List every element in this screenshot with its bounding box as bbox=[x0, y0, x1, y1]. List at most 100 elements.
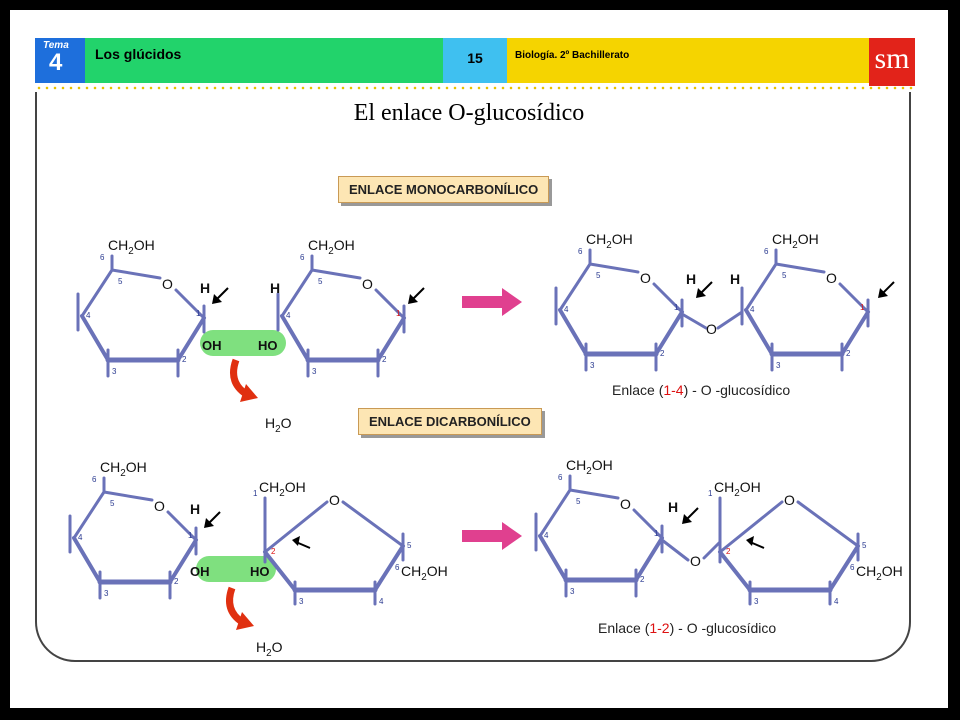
mono-prod-right-num-1: 1 bbox=[860, 303, 865, 312]
mono-right-ch2oh: CH2OH bbox=[308, 237, 355, 257]
di-prod-right-num-6: 6 bbox=[850, 563, 855, 572]
di-left-ring-oxygen: O bbox=[154, 498, 165, 514]
mono-left-bond-c4-c5 bbox=[80, 268, 114, 318]
di-prod-right-num-1: 1 bbox=[708, 489, 713, 498]
mono-right-h: H bbox=[270, 280, 280, 296]
di-left-num-5: 5 bbox=[110, 499, 115, 508]
di-prod-right-bond-c2-o bbox=[718, 500, 784, 554]
mono-left-bond-o-c1 bbox=[174, 288, 206, 320]
mono-prod-right-num-3: 3 bbox=[776, 361, 781, 370]
di-right-ho: HO bbox=[250, 564, 270, 579]
mono-water-arrow bbox=[230, 358, 249, 397]
di-left-bond-c5-o bbox=[102, 490, 154, 502]
di-prod-bridge-o: O bbox=[690, 553, 701, 569]
course-block: Biología. 2º Bachillerato bbox=[507, 38, 869, 83]
di-right-num-5: 5 bbox=[407, 541, 412, 550]
mono-right-num-3: 3 bbox=[312, 367, 317, 376]
mono-prod-h2: H bbox=[730, 271, 740, 287]
di-prod-left-bond-c4-c5 bbox=[538, 488, 572, 538]
di-prod-left-ch2oh: CH2OH bbox=[566, 457, 613, 477]
mono-prod-left-num-4: 4 bbox=[564, 305, 569, 314]
di-left-bond-c3-c4 bbox=[72, 536, 102, 584]
logo-text: sm bbox=[874, 42, 910, 75]
di-prod-link-b bbox=[702, 540, 722, 560]
di-prod-left-bond-c3-c4 bbox=[538, 534, 568, 582]
mono-right-num-6: 6 bbox=[300, 253, 305, 262]
mono-prod-link-b bbox=[716, 310, 744, 330]
di-right-pointer-arrow-head bbox=[292, 536, 300, 546]
di-prod-right-ch2oh: CH2OH bbox=[856, 563, 903, 583]
mono-reaction-arrow bbox=[462, 288, 522, 316]
topic-number-block: Tema 4 bbox=[35, 38, 85, 83]
di-prod-pointer-right-head bbox=[746, 536, 754, 546]
di-left-num-2: 2 bbox=[174, 577, 179, 586]
di-bond-label: ENLACE DICARBONÍLICO bbox=[358, 408, 542, 435]
mono-right-bond-o-c1 bbox=[374, 288, 406, 320]
mono-prod-right-num-6: 6 bbox=[764, 247, 769, 256]
mono-prod-right-ring-oxygen: O bbox=[826, 270, 837, 286]
mono-right-num-5: 5 bbox=[318, 277, 323, 286]
topic-title-block: Los glúcidos bbox=[85, 38, 443, 83]
di-water-arrow-head bbox=[236, 612, 254, 630]
di-caption: Enlace (1-2) - O -glucosídico bbox=[598, 620, 777, 636]
di-right-ch2oh: CH2OH bbox=[401, 563, 448, 583]
di-right-num-1: 1 bbox=[253, 489, 258, 498]
header-bar: Tema 4 Los glúcidos 15 Biología. 2º Bach… bbox=[35, 38, 915, 86]
mono-left-num-4: 4 bbox=[86, 311, 91, 320]
di-right-ch2oh-top: CH2OH bbox=[259, 479, 306, 499]
mono-prod-left-num-6: 6 bbox=[578, 247, 583, 256]
mono-left-num-5: 5 bbox=[118, 277, 123, 286]
di-prod-right-ring-oxygen: O bbox=[784, 492, 795, 508]
tema-label: Tema bbox=[43, 40, 69, 51]
mono-prod-right-bond-c4-c5 bbox=[744, 262, 778, 312]
oh-ho-highlight-bottom bbox=[196, 556, 276, 582]
di-left-h: H bbox=[190, 501, 200, 517]
mono-left-num-3: 3 bbox=[112, 367, 117, 376]
di-prod-left-bond-c1-c2 bbox=[634, 536, 664, 582]
di-left-num-6: 6 bbox=[92, 475, 97, 484]
mono-right-bond-c3-c4 bbox=[280, 314, 310, 362]
mono-prod-left-bond-c1-c2 bbox=[654, 310, 684, 356]
publisher-logo: sm bbox=[869, 38, 915, 86]
dotted-divider bbox=[35, 86, 915, 90]
di-prod-right-bond-c5-c4 bbox=[828, 544, 860, 592]
di-right-ring-oxygen: O bbox=[329, 492, 340, 508]
mono-right-num-4: 4 bbox=[286, 311, 291, 320]
di-prod-right-bond-c3-c2 bbox=[718, 550, 752, 592]
di-prod-left-num-1: 1 bbox=[654, 529, 659, 538]
mono-left-pointer-arrow-head bbox=[212, 294, 222, 304]
mono-prod-left-ring-oxygen: O bbox=[640, 270, 651, 286]
di-right-bond-c3-c2 bbox=[263, 550, 297, 592]
di-right-num-2: 2 bbox=[271, 547, 276, 556]
di-prod-left-num-4: 4 bbox=[544, 531, 549, 540]
di-left-num-3: 3 bbox=[104, 589, 109, 598]
di-prod-left-bond-o-c1 bbox=[632, 508, 664, 540]
mono-caption: Enlace (1-4) - O -glucosídico bbox=[612, 382, 791, 398]
mono-water: H2O bbox=[265, 415, 292, 435]
di-left-ch2oh: CH2OH bbox=[100, 459, 147, 479]
mono-prod-right-bond-c5-o bbox=[774, 262, 826, 274]
mono-prod-left-num-5: 5 bbox=[596, 271, 601, 280]
page-title: El enlace O-glucosídico bbox=[353, 100, 585, 126]
course-name: Biología. 2º Bachillerato bbox=[515, 50, 630, 61]
mono-left-num-1: 1 bbox=[196, 309, 201, 318]
di-prod-right-num-2: 2 bbox=[726, 547, 731, 556]
di-right-bond-c2-o bbox=[263, 500, 329, 554]
di-water-arrow bbox=[226, 586, 245, 625]
mono-left-bond-c3-c4 bbox=[80, 314, 110, 362]
di-prod-right-ch2oh-top: CH2OH bbox=[714, 479, 761, 499]
mono-prod-right-ch2oh: CH2OH bbox=[772, 231, 819, 251]
mono-left-ch2oh: CH2OH bbox=[108, 237, 155, 257]
mono-right-num-2: 2 bbox=[382, 355, 387, 364]
di-right-bond-o-c5 bbox=[341, 500, 405, 548]
di-prod-link-a bbox=[660, 538, 690, 562]
di-prod-left-num-2: 2 bbox=[640, 575, 645, 584]
di-left-oh: OH bbox=[190, 564, 210, 579]
mono-prod-right-bond-c3-c4 bbox=[744, 308, 774, 356]
mono-prod-left-num-3: 3 bbox=[590, 361, 595, 370]
mono-prod-bridge-o: O bbox=[706, 321, 717, 337]
mono-prod-left-num-2: 2 bbox=[660, 349, 665, 358]
di-prod-pointer-left-head bbox=[682, 514, 692, 524]
mono-left-oh: OH bbox=[202, 338, 222, 353]
di-reaction-arrow bbox=[462, 522, 522, 550]
